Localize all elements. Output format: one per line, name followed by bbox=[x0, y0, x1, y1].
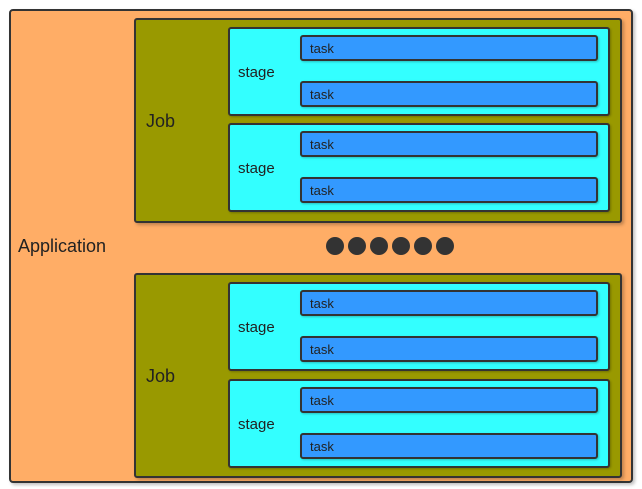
ellipsis-dot bbox=[436, 237, 454, 255]
ellipsis-dot bbox=[370, 237, 388, 255]
ellipsis-dot bbox=[348, 237, 366, 255]
stage-label: stage bbox=[238, 64, 275, 81]
job-box: Job stage task task stage task task bbox=[134, 18, 622, 223]
task-label: task bbox=[310, 87, 334, 102]
task-box: task bbox=[300, 131, 598, 157]
stage-box: stage task task bbox=[228, 282, 610, 371]
task-label: task bbox=[310, 342, 334, 357]
task-box: task bbox=[300, 81, 598, 107]
stage-box: stage task task bbox=[228, 123, 610, 212]
task-label: task bbox=[310, 296, 334, 311]
stage-label: stage bbox=[238, 416, 275, 433]
job-label: Job bbox=[146, 111, 176, 131]
task-label: task bbox=[310, 41, 334, 56]
stage-label: stage bbox=[238, 319, 275, 336]
task-box: task bbox=[300, 290, 598, 316]
application-label: Application bbox=[18, 236, 107, 256]
ellipsis-dot bbox=[392, 237, 410, 255]
task-box: task bbox=[300, 387, 598, 413]
task-box: task bbox=[300, 177, 598, 203]
task-box: task bbox=[300, 35, 598, 61]
task-label: task bbox=[310, 137, 334, 152]
job-label: Job bbox=[146, 366, 176, 386]
task-label: task bbox=[310, 183, 334, 198]
stage-box: stage task task bbox=[228, 379, 610, 468]
ellipsis-dot bbox=[326, 237, 344, 255]
task-box: task bbox=[300, 433, 598, 459]
ellipsis-dots bbox=[326, 237, 454, 255]
task-box: task bbox=[300, 336, 598, 362]
stage-label: stage bbox=[238, 160, 275, 177]
job-box: Job stage task task stage task task bbox=[134, 273, 622, 478]
stage-box: stage task task bbox=[228, 27, 610, 116]
task-label: task bbox=[310, 439, 334, 454]
task-label: task bbox=[310, 393, 334, 408]
ellipsis-dot bbox=[414, 237, 432, 255]
